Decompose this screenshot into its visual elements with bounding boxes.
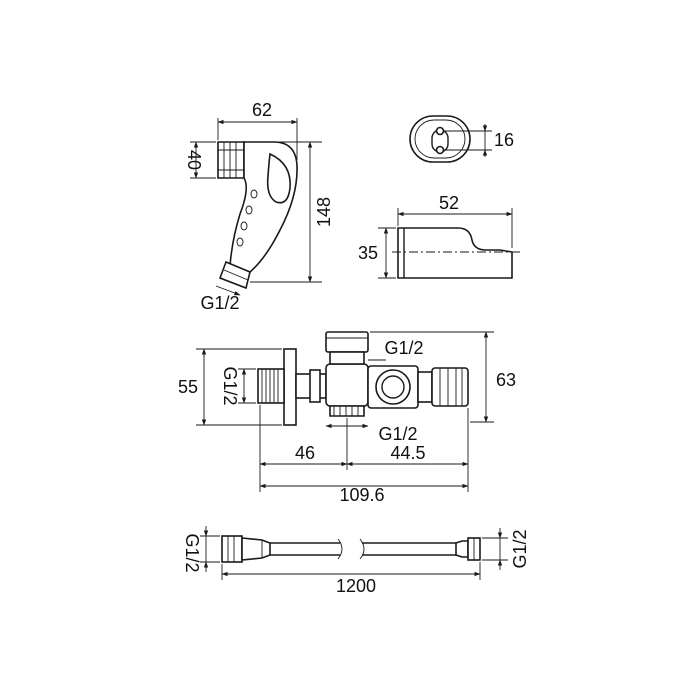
holder-side-view: 52 35 (358, 193, 520, 279)
holder-height-label: 35 (358, 243, 378, 263)
holder-width-label: 52 (439, 193, 459, 213)
handset-thread-label: G1/2 (200, 293, 239, 313)
handset-view: 62 40 148 G1/2 (184, 100, 334, 313)
hose-length-label: 1200 (336, 576, 376, 596)
hose-right-thread-label: G1/2 (510, 529, 530, 568)
valve-right-length-label: 44.5 (390, 443, 425, 463)
hose-view: G1/2 G1/2 1200 (182, 526, 530, 596)
holder-face-view: 16 (409, 115, 514, 163)
holder-spacing-label: 16 (494, 130, 514, 150)
valve-height-label: 63 (496, 370, 516, 390)
valve-view: 55 G1/2 G1/2 G1/2 63 46 44.5 109.6 (178, 331, 516, 505)
valve-bottom-thread-label: G1/2 (378, 424, 417, 444)
valve-flange-label: 55 (178, 377, 198, 397)
handset-height-label: 148 (314, 197, 334, 227)
valve-total-length-label: 109.6 (339, 485, 384, 505)
valve-top-thread-label: G1/2 (384, 338, 423, 358)
handset-width-label: 62 (252, 100, 272, 120)
hose-left-thread-label: G1/2 (182, 533, 202, 572)
handset-head-label: 40 (184, 150, 204, 170)
valve-inlet-thread-label: G1/2 (220, 366, 240, 405)
valve-left-length-label: 46 (295, 443, 315, 463)
